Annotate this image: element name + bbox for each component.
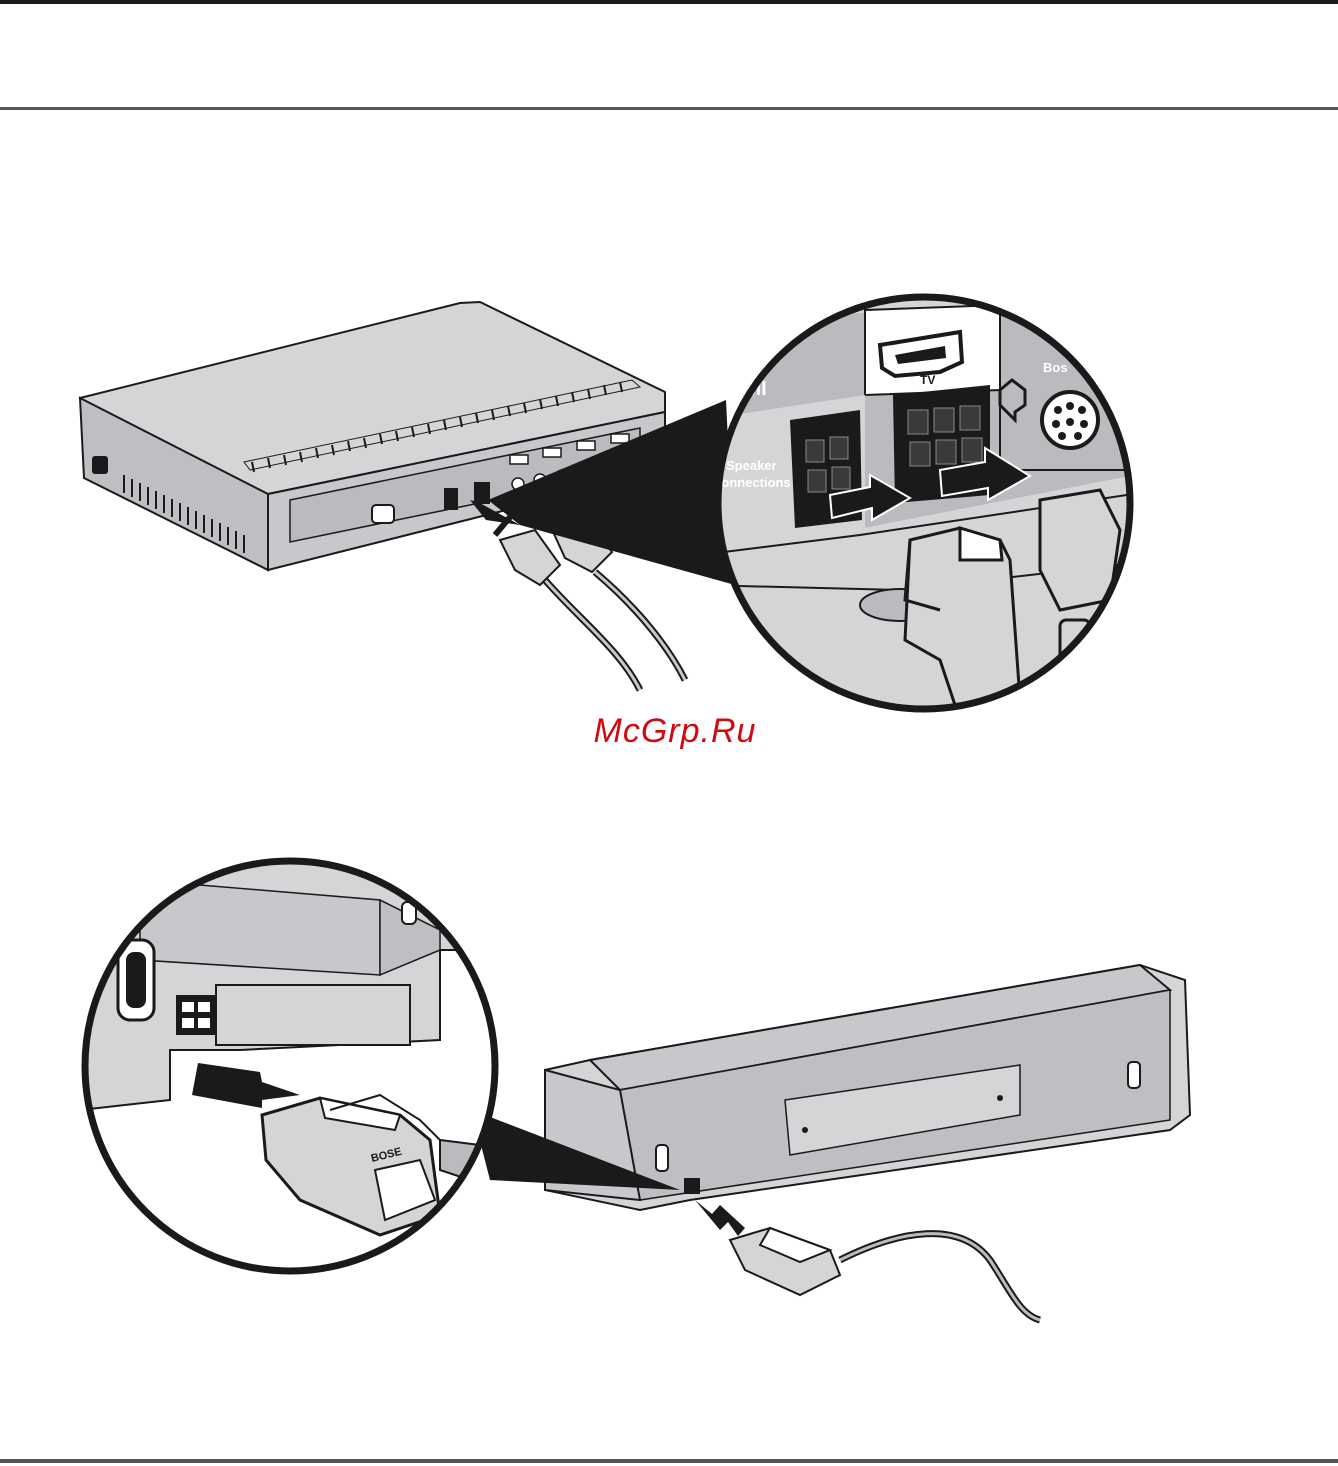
bottom-rule <box>0 1459 1338 1463</box>
bass-plug <box>730 1228 840 1295</box>
watermark: McGrp.Ru <box>540 712 810 751</box>
zoom-label-tv: TV <box>920 373 935 387</box>
bass-module <box>545 965 1190 1210</box>
zoom-label-speaker-1: Speaker <box>726 458 777 473</box>
console-zoom: ƆMI Speaker Connections TV Bos <box>700 280 1160 720</box>
zoom-label-bose: Bos <box>1043 360 1068 375</box>
zoom-label-speaker-2: Connections <box>712 475 791 490</box>
speaker-cables <box>545 572 685 690</box>
